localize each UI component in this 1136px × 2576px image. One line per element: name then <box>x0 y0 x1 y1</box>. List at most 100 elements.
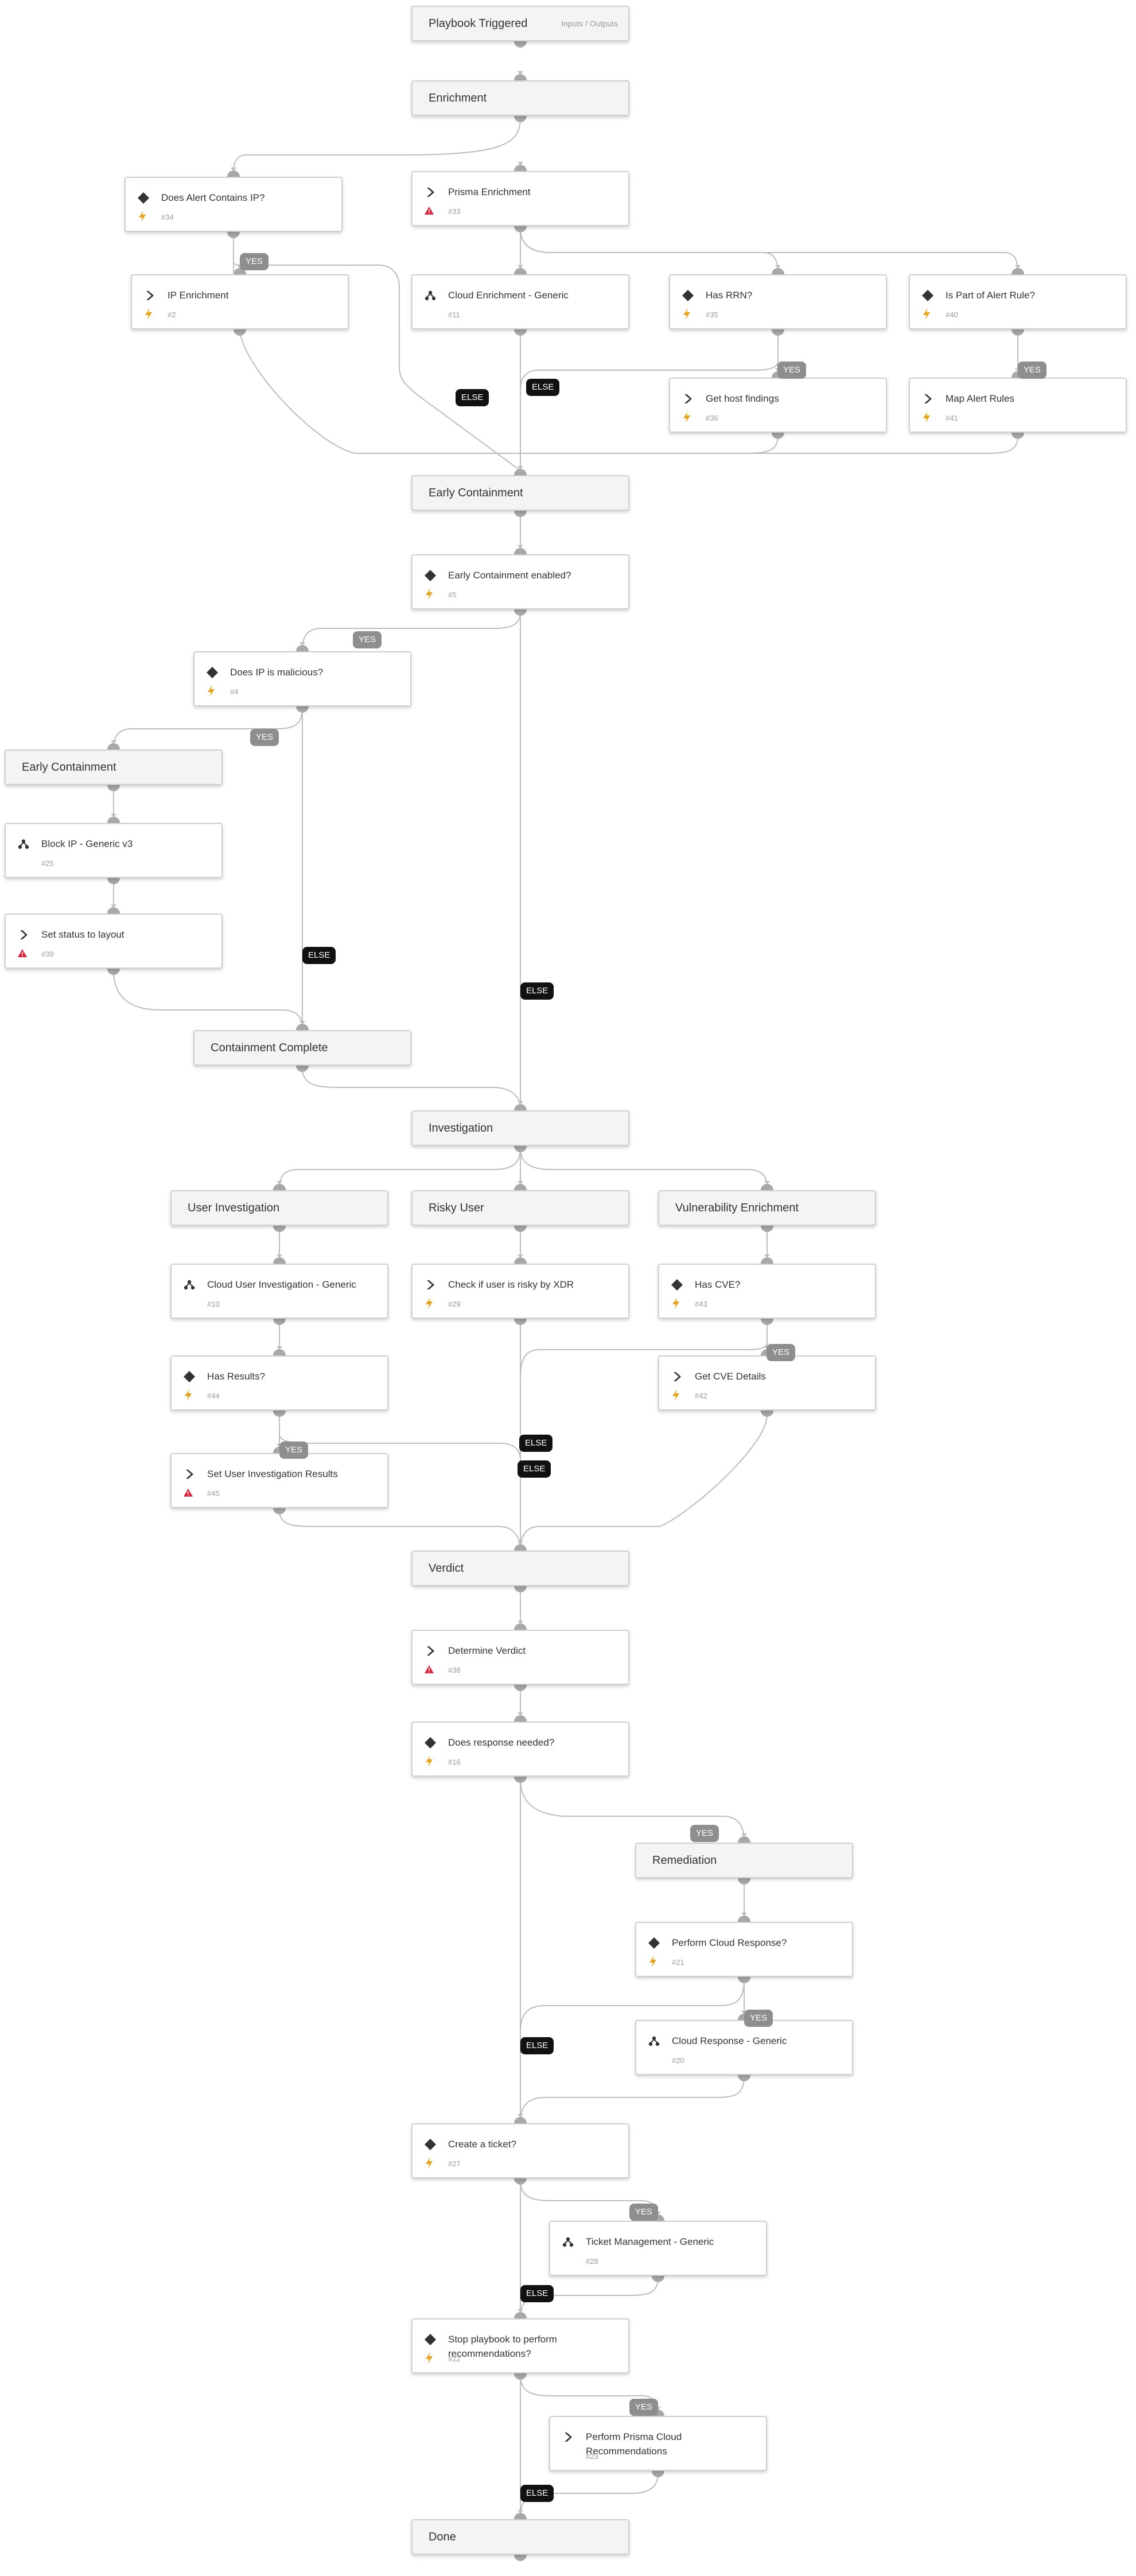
input-port[interactable] <box>738 1836 750 1843</box>
node-determine-verdict[interactable]: Determine Verdict#38 <box>411 1630 629 1685</box>
output-port[interactable] <box>514 1685 527 1691</box>
node-enrichment[interactable]: Enrichment <box>411 80 629 116</box>
output-port[interactable] <box>761 1411 773 1417</box>
node-check-if-user-is-risky[interactable]: Check if user is risky by XDR#29 <box>411 1264 629 1319</box>
output-port[interactable] <box>514 116 527 122</box>
node-does-response-needed[interactable]: Does response needed?#16 <box>411 1722 629 1777</box>
output-port[interactable] <box>273 1319 286 1325</box>
input-port[interactable] <box>514 1184 527 1190</box>
node-verdict[interactable]: Verdict <box>411 1551 629 1586</box>
input-port[interactable] <box>227 170 240 177</box>
output-port[interactable] <box>514 1586 527 1592</box>
output-port[interactable] <box>514 226 527 232</box>
input-port[interactable] <box>772 268 784 274</box>
input-port[interactable] <box>514 2312 527 2318</box>
node-create-a-ticket[interactable]: Create a ticket?#27 <box>411 2123 629 2178</box>
node-get-host-findings[interactable]: Get host findings#36 <box>669 378 887 433</box>
output-port[interactable] <box>514 1146 527 1152</box>
input-port[interactable] <box>1011 268 1024 274</box>
output-port[interactable] <box>1011 433 1024 439</box>
inputs-outputs-link[interactable]: Inputs / Outputs <box>561 19 618 28</box>
node-remediation[interactable]: Remediation <box>635 1843 853 1878</box>
input-port[interactable] <box>761 1184 773 1190</box>
node-set-user-investigation-results[interactable]: Set User Investigation Results#45 <box>170 1453 388 1508</box>
output-port[interactable] <box>514 511 527 517</box>
node-is-part-of-alert-rule[interactable]: Is Part of Alert Rule?#40 <box>909 274 1127 329</box>
output-port[interactable] <box>514 609 527 616</box>
input-port[interactable] <box>273 1184 286 1190</box>
node-done[interactable]: Done <box>411 2519 629 2555</box>
node-early-containment-enabled[interactable]: Early Containment enabled?#5 <box>411 554 629 609</box>
output-port[interactable] <box>1011 329 1024 336</box>
node-investigation[interactable]: Investigation <box>411 1110 629 1146</box>
output-port[interactable] <box>761 1319 773 1325</box>
input-port[interactable] <box>738 1916 750 1922</box>
node-containment-complete[interactable]: Containment Complete <box>193 1030 411 1066</box>
output-port[interactable] <box>514 2178 527 2185</box>
input-port[interactable] <box>514 1623 527 1630</box>
output-port[interactable] <box>514 1777 527 1783</box>
output-port[interactable] <box>296 1066 309 1072</box>
output-port[interactable] <box>772 433 784 439</box>
output-port[interactable] <box>738 1878 750 1885</box>
node-map-alert-rules[interactable]: Map Alert Rules#41 <box>909 378 1127 433</box>
node-stop-playbook[interactable]: Stop playbook to perform recommendations… <box>411 2318 629 2373</box>
input-port[interactable] <box>514 1104 527 1110</box>
node-perform-cloud-response[interactable]: Perform Cloud Response?#21 <box>635 1922 853 1977</box>
input-port[interactable] <box>296 645 309 651</box>
input-port[interactable] <box>514 1257 527 1264</box>
node-user-investigation[interactable]: User Investigation <box>170 1190 388 1226</box>
output-port[interactable] <box>514 1319 527 1325</box>
input-port[interactable] <box>107 743 120 749</box>
input-port[interactable] <box>273 1349 286 1355</box>
output-port[interactable] <box>514 2373 527 2380</box>
output-port[interactable] <box>652 2471 664 2477</box>
node-block-ip-generic-v3[interactable]: Block IP - Generic v3#25 <box>5 823 223 878</box>
input-port[interactable] <box>514 268 527 274</box>
input-port[interactable] <box>514 1544 527 1551</box>
node-cloud-response-generic[interactable]: Cloud Response - Generic#20 <box>635 2020 853 2075</box>
input-port[interactable] <box>273 1257 286 1264</box>
node-risky-user[interactable]: Risky User <box>411 1190 629 1226</box>
output-port[interactable] <box>772 329 784 336</box>
input-port[interactable] <box>761 1257 773 1264</box>
output-port[interactable] <box>738 1977 750 1983</box>
input-port[interactable] <box>514 548 527 554</box>
output-port[interactable] <box>652 2276 664 2282</box>
output-port[interactable] <box>514 1226 527 1232</box>
node-does-ip-is-malicious[interactable]: Does IP is malicious?#4 <box>193 651 411 706</box>
node-vulnerability-enrichment[interactable]: Vulnerability Enrichment <box>658 1190 876 1226</box>
node-set-status-to-layout[interactable]: Set status to layout#39 <box>5 914 223 969</box>
node-has-results[interactable]: Has Results?#44 <box>170 1355 388 1411</box>
output-port[interactable] <box>761 1226 773 1232</box>
node-has-rrn[interactable]: Has RRN?#35 <box>669 274 887 329</box>
output-port[interactable] <box>107 878 120 884</box>
output-port[interactable] <box>107 785 120 791</box>
node-prisma-enrichment[interactable]: Prisma Enrichment#33 <box>411 171 629 226</box>
node-cloud-enrichment-generic[interactable]: Cloud Enrichment - Generic#11 <box>411 274 629 329</box>
output-port[interactable] <box>227 232 240 238</box>
output-port[interactable] <box>107 969 120 975</box>
input-port[interactable] <box>514 165 527 171</box>
output-port[interactable] <box>514 41 527 48</box>
input-port[interactable] <box>514 2513 527 2519</box>
input-port[interactable] <box>514 74 527 80</box>
output-port[interactable] <box>273 1411 286 1417</box>
input-port[interactable] <box>296 1024 309 1030</box>
node-perform-prisma-cloud-recommendations[interactable]: Perform Prisma Cloud Recommendations#23 <box>549 2416 767 2471</box>
input-port[interactable] <box>514 2117 527 2123</box>
output-port[interactable] <box>234 329 246 336</box>
node-ticket-management-generic[interactable]: Ticket Management - Generic#28 <box>549 2221 767 2276</box>
input-port[interactable] <box>514 1715 527 1722</box>
input-port[interactable] <box>107 907 120 914</box>
output-port[interactable] <box>514 2555 527 2561</box>
node-has-cve[interactable]: Has CVE?#43 <box>658 1264 876 1319</box>
input-port[interactable] <box>514 469 527 475</box>
output-port[interactable] <box>514 329 527 336</box>
node-get-cve-details[interactable]: Get CVE Details#42 <box>658 1355 876 1411</box>
node-ip-enrichment[interactable]: IP Enrichment#2 <box>131 274 349 329</box>
output-port[interactable] <box>738 2075 750 2081</box>
node-early-containment-title[interactable]: Early Containment <box>411 475 629 511</box>
output-port[interactable] <box>296 706 309 713</box>
